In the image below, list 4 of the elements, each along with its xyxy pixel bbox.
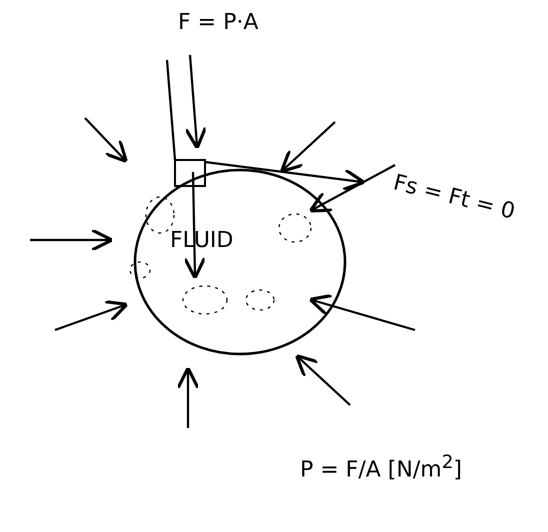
shear-force-note: Fs = Ft = 0 (390, 170, 518, 225)
fluid-body (134, 168, 346, 356)
force-formula: F = P·A (178, 10, 258, 35)
pressure-formula: P = F/A [N/m$^{2}$] (300, 452, 462, 482)
